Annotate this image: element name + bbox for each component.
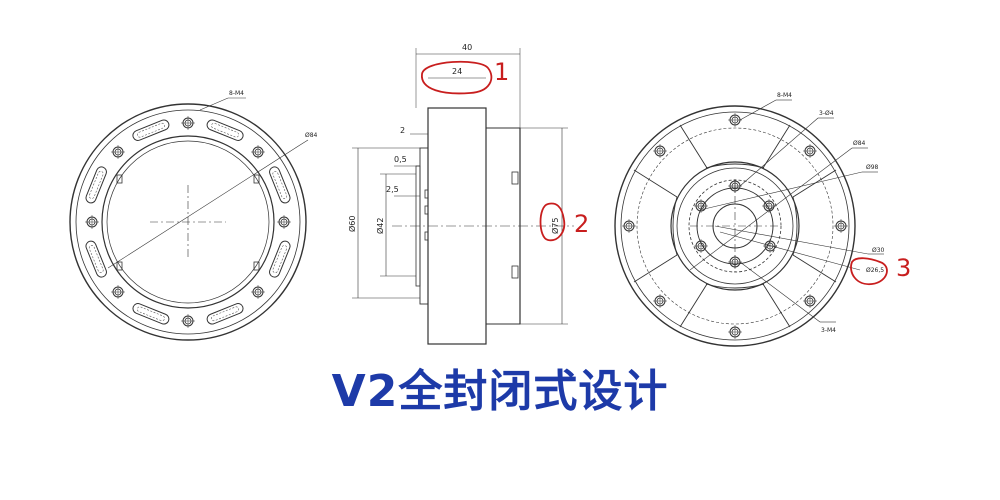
annotation-circle-1	[421, 60, 493, 95]
right-3m4-label: 3-M4	[821, 327, 836, 334]
design-caption: V2全封闭式设计	[331, 366, 669, 417]
dim-dia-60: Ø60	[347, 216, 357, 232]
annotation-circle-2	[539, 202, 566, 242]
dim-step-25: 2,5	[386, 185, 399, 194]
left-diameter-label: Ø84	[305, 132, 318, 139]
right-3d4-label: 3-Ø4	[819, 110, 834, 117]
inner-holes	[693, 178, 778, 270]
annotation-circle-3	[850, 257, 888, 285]
dim-overall-width: 40	[462, 43, 472, 52]
annotation-number-1: 1	[494, 58, 509, 86]
dim-dia-75: Ø75	[550, 218, 560, 234]
right-d98-label: Ø98	[866, 164, 879, 171]
right-d30-label: Ø30	[872, 247, 885, 254]
annotation-number-3: 3	[896, 254, 911, 282]
dim-step-2: 2	[400, 126, 405, 135]
annotation-number-2: 2	[574, 210, 589, 238]
dim-step-05: 0,5	[394, 155, 407, 164]
right-d265-label: Ø26,5	[866, 267, 884, 274]
spokes	[633, 124, 837, 328]
red-annotations	[421, 60, 888, 285]
left-front-view: 8-M4 Ø84	[69, 90, 318, 341]
side-section-view: 40 24 2 0,5 2,5 Ø60 Ø42 Ø75	[347, 43, 574, 345]
right-back-view: 8-M4 3-Ø4 Ø84 Ø98 Ø30 Ø26,5 3-M4	[614, 92, 885, 347]
dim-dia-42: Ø42	[375, 218, 385, 234]
left-hole-label: 8-M4	[229, 90, 244, 97]
right-8m4-label: 8-M4	[777, 92, 792, 99]
right-d84-label: Ø84	[853, 140, 866, 147]
dim-inner-width: 24	[452, 67, 462, 76]
